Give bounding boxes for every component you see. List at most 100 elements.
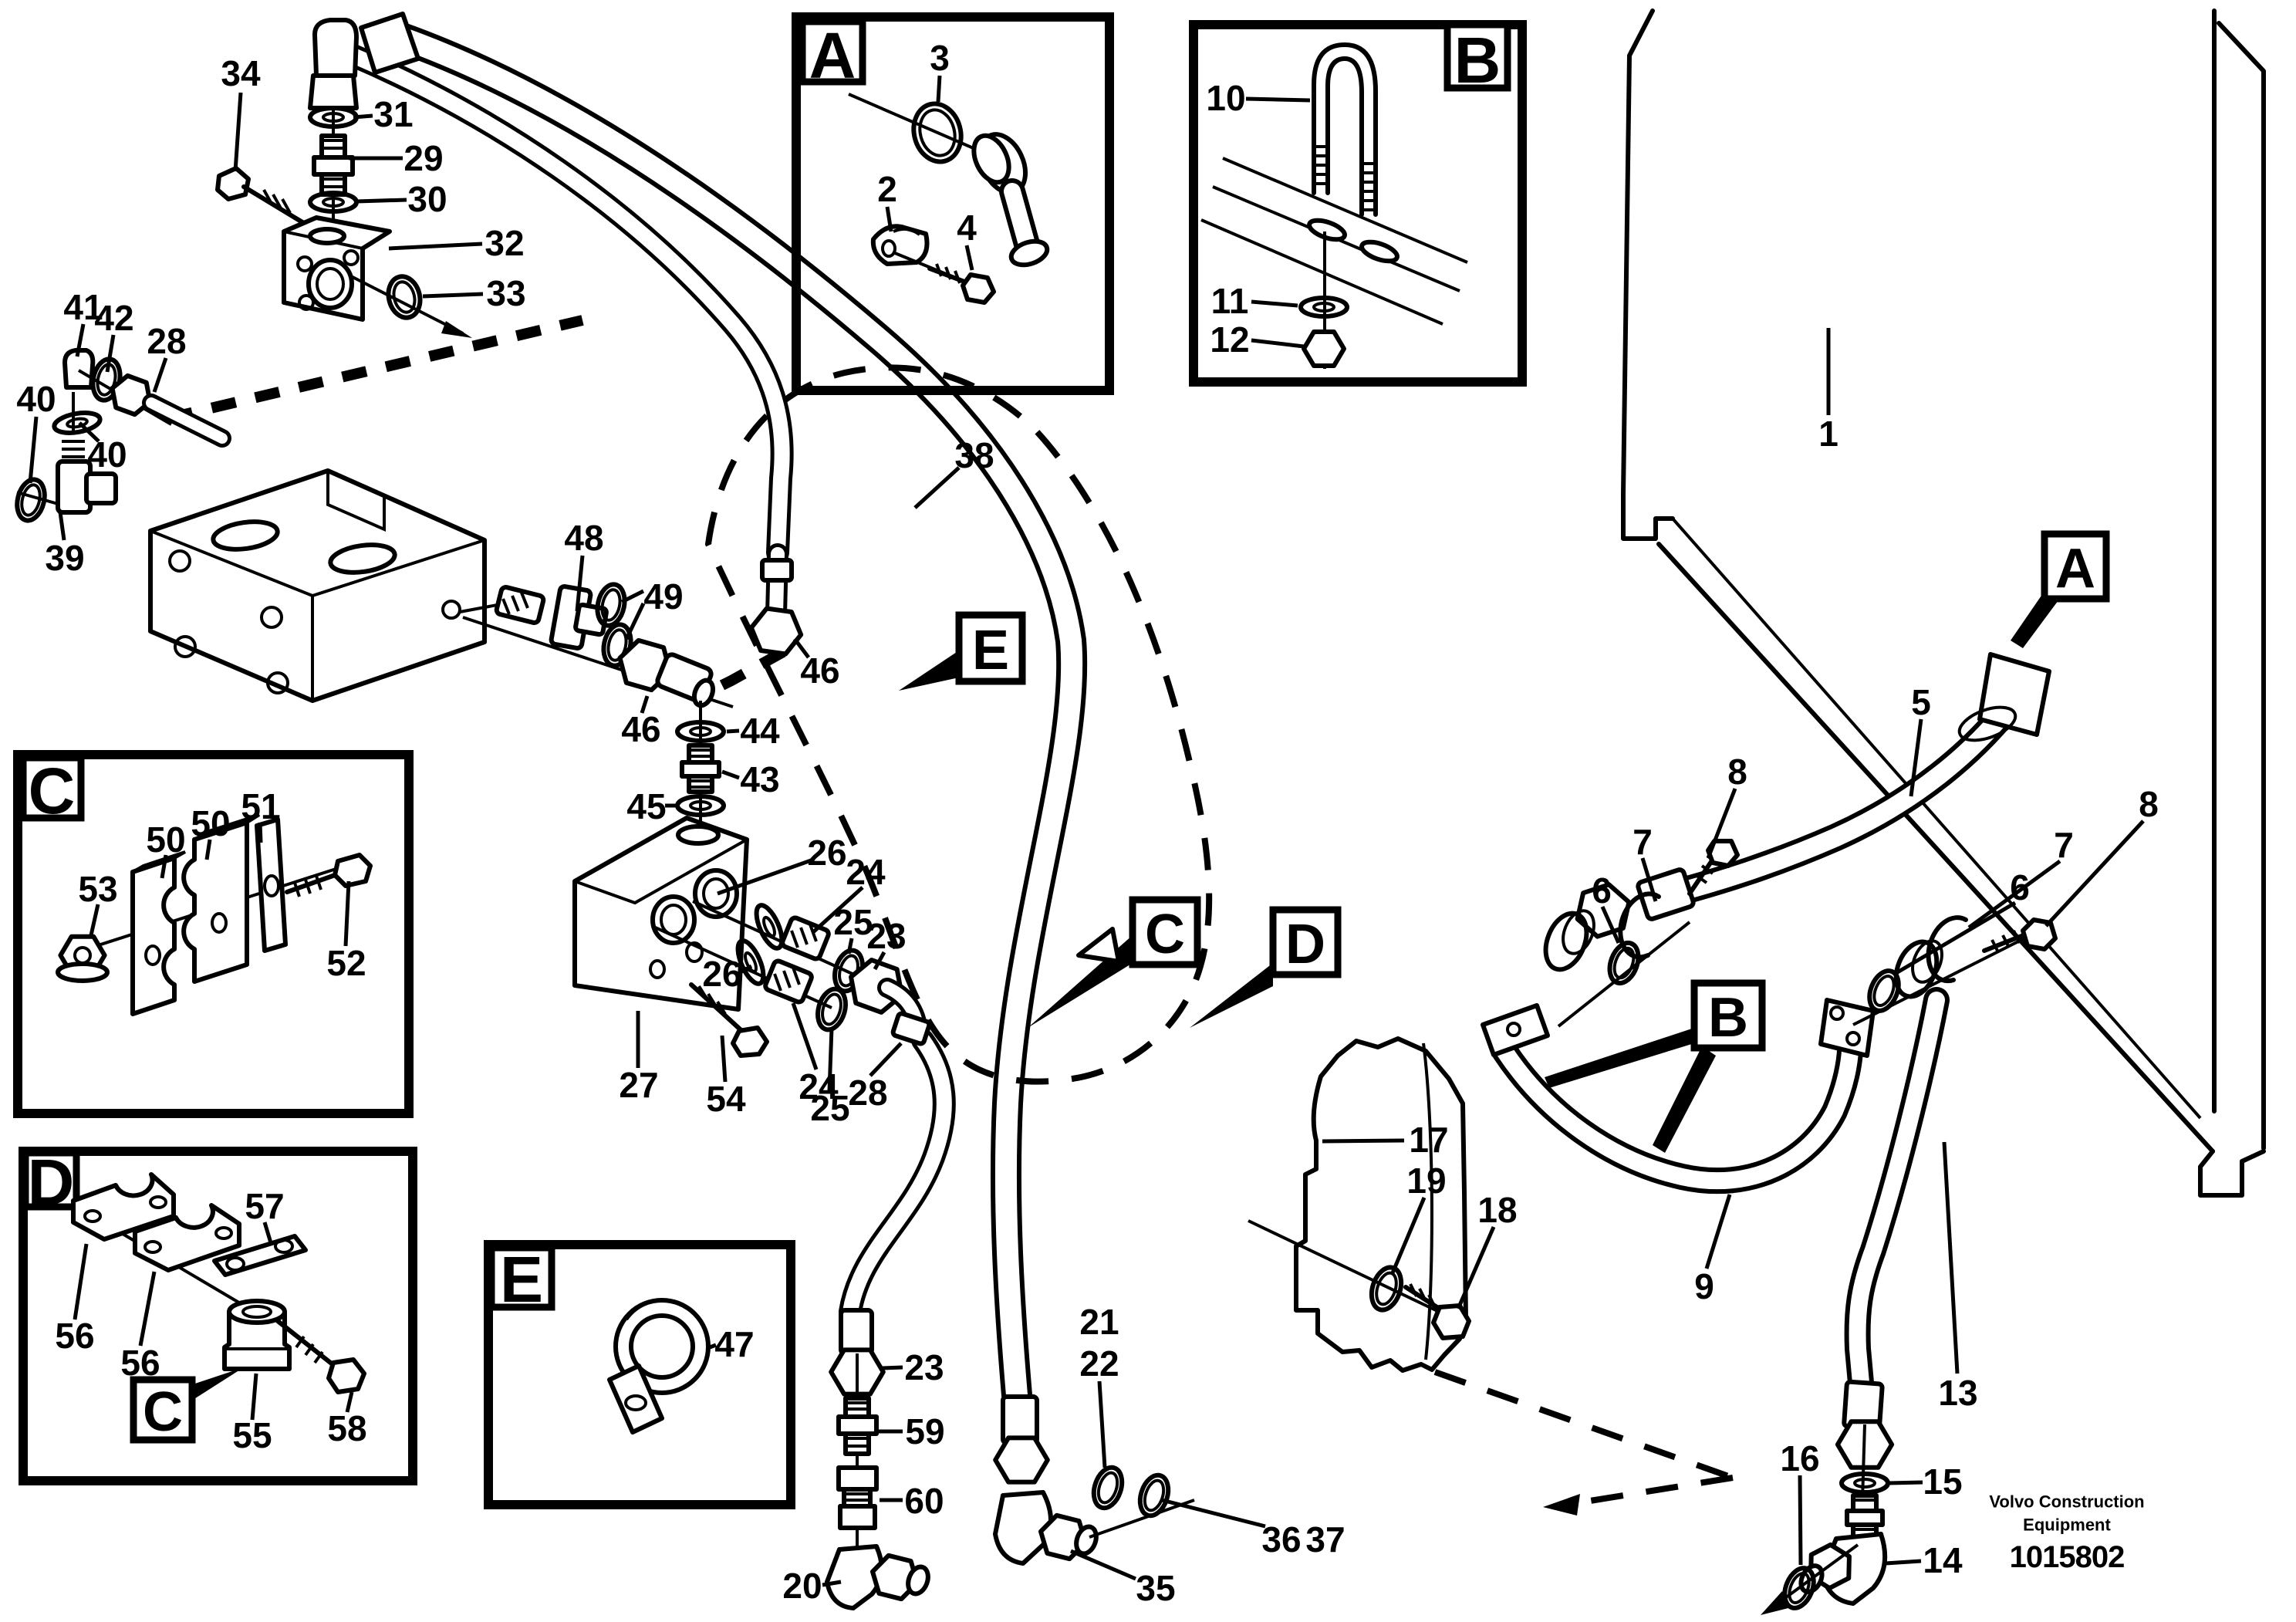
machine-frame xyxy=(1621,8,2266,1198)
elbow-41 xyxy=(62,348,96,390)
callout-26: 26 xyxy=(807,833,846,873)
callout-60: 60 xyxy=(904,1481,944,1521)
snap-ring-15 xyxy=(1842,1474,1888,1492)
ref-letter-a: A xyxy=(2055,538,2095,600)
callout-21: 21 xyxy=(1079,1302,1119,1342)
detail-box-e: E xyxy=(484,1240,795,1509)
ref-letter-b: B xyxy=(1708,987,1748,1049)
callout-25: 25 xyxy=(833,902,873,942)
u-bolt-10 xyxy=(1312,42,1378,217)
callout-27: 27 xyxy=(619,1065,658,1105)
tee-48 xyxy=(549,584,609,650)
callout-14: 14 xyxy=(1923,1540,1963,1580)
pump-housing-17 xyxy=(1248,1036,1471,1373)
callout-40b: 40 xyxy=(87,434,127,475)
callout-12: 12 xyxy=(1210,319,1249,360)
hose-end xyxy=(971,132,1050,268)
callout-51: 51 xyxy=(241,786,280,826)
nipple-59 xyxy=(836,1396,879,1456)
callout-26b: 26 xyxy=(702,954,741,994)
callout-9: 9 xyxy=(1694,1266,1714,1306)
clamp-half-56b xyxy=(133,1203,241,1272)
callout-2: 2 xyxy=(877,169,897,209)
bolt-4 xyxy=(894,252,996,305)
detail-box-d: D C xyxy=(19,1146,417,1485)
washer-40 xyxy=(52,410,101,436)
callout-28b: 28 xyxy=(848,1073,887,1113)
callout-17: 17 xyxy=(1409,1120,1448,1160)
hose-5 xyxy=(1654,652,2051,909)
callout-6b: 6 xyxy=(2010,867,2030,907)
hose-9-flange-left xyxy=(1481,1003,1550,1057)
callout-4: 4 xyxy=(957,208,977,248)
fitting-46-vertical xyxy=(748,543,804,656)
o-ring-40 xyxy=(13,477,49,524)
nut-12 xyxy=(1304,332,1344,366)
clamp-block-50a xyxy=(130,850,186,1016)
hose-sleeve xyxy=(359,12,420,75)
callout-38: 38 xyxy=(954,435,994,475)
hose-5-left-fittings xyxy=(1543,839,1740,1028)
valve-block xyxy=(148,468,506,703)
elbow-41-oring-42-fitting-28 xyxy=(52,348,231,448)
elbow-fitting xyxy=(312,18,359,78)
clamp-7 xyxy=(1926,915,1968,984)
brand-text-line2: Equipment xyxy=(2023,1516,2111,1535)
brand-text-line1: Volvo Construction xyxy=(1989,1492,2144,1512)
callout-11: 11 xyxy=(1211,281,1249,321)
callout-35: 35 xyxy=(1136,1568,1175,1608)
callout-31: 31 xyxy=(373,94,413,134)
callout-45: 45 xyxy=(626,786,666,826)
callout-23b: 23 xyxy=(904,1347,944,1387)
bolt-8 xyxy=(1687,839,1740,896)
elbow-35 xyxy=(993,1490,1099,1566)
callout-33: 33 xyxy=(486,273,525,313)
callout-50b: 50 xyxy=(191,803,230,843)
elbow-23-manifold xyxy=(843,955,932,1046)
manifold-block-27 xyxy=(572,816,932,1058)
callout-43: 43 xyxy=(740,759,779,799)
fitting-46-left xyxy=(614,637,716,708)
plate-57 xyxy=(212,1234,308,1277)
callout-30: 30 xyxy=(407,179,447,219)
elbow-14 xyxy=(1798,1532,1888,1606)
union-60 xyxy=(836,1465,879,1530)
detail-letter-e: E xyxy=(500,1243,543,1316)
callout-6a: 6 xyxy=(1592,870,1612,911)
callout-58: 58 xyxy=(327,1408,366,1448)
callout-54: 54 xyxy=(706,1079,746,1119)
fitting-group-48-49-46 xyxy=(462,582,734,708)
callout-59: 59 xyxy=(905,1411,944,1451)
clamp-half-2 xyxy=(870,224,930,266)
figure-number: 1015802 xyxy=(2010,1540,2125,1574)
ref-letter-e: E xyxy=(972,620,1009,681)
bolt-58 xyxy=(275,1319,366,1394)
open-arrow xyxy=(1076,927,1121,964)
hose-9 xyxy=(1481,998,1876,1195)
bolt-34 xyxy=(215,166,305,225)
ref-c-arrow xyxy=(193,1367,244,1400)
flange-nut-53 xyxy=(56,937,110,983)
callout-47: 47 xyxy=(714,1324,754,1364)
callout-49: 49 xyxy=(643,576,683,617)
callout-28: 28 xyxy=(147,321,186,361)
callout-8a: 8 xyxy=(1727,752,1747,792)
callout-48: 48 xyxy=(564,518,603,558)
o-ring-36-37 xyxy=(1135,1472,1173,1519)
detail-letter-c: C xyxy=(29,755,76,827)
hose-5-end-cap xyxy=(1977,652,2051,737)
grommet-55 xyxy=(222,1299,292,1371)
detail-letter-b: B xyxy=(1454,24,1501,96)
plate-51 xyxy=(255,817,288,953)
callout-34: 34 xyxy=(221,53,261,93)
bolt-54 xyxy=(689,982,769,1058)
chain-13-14-15-16 xyxy=(1761,1379,1892,1615)
detail-letter-a: A xyxy=(809,19,856,92)
ref-box-c-small xyxy=(130,1376,196,1444)
clamp-half-56a xyxy=(71,1172,176,1242)
arrowhead xyxy=(1761,1591,1788,1615)
o-ring-21-22 xyxy=(1089,1464,1126,1512)
hose-38 xyxy=(384,22,1088,1411)
callout-5: 5 xyxy=(1911,682,1931,722)
